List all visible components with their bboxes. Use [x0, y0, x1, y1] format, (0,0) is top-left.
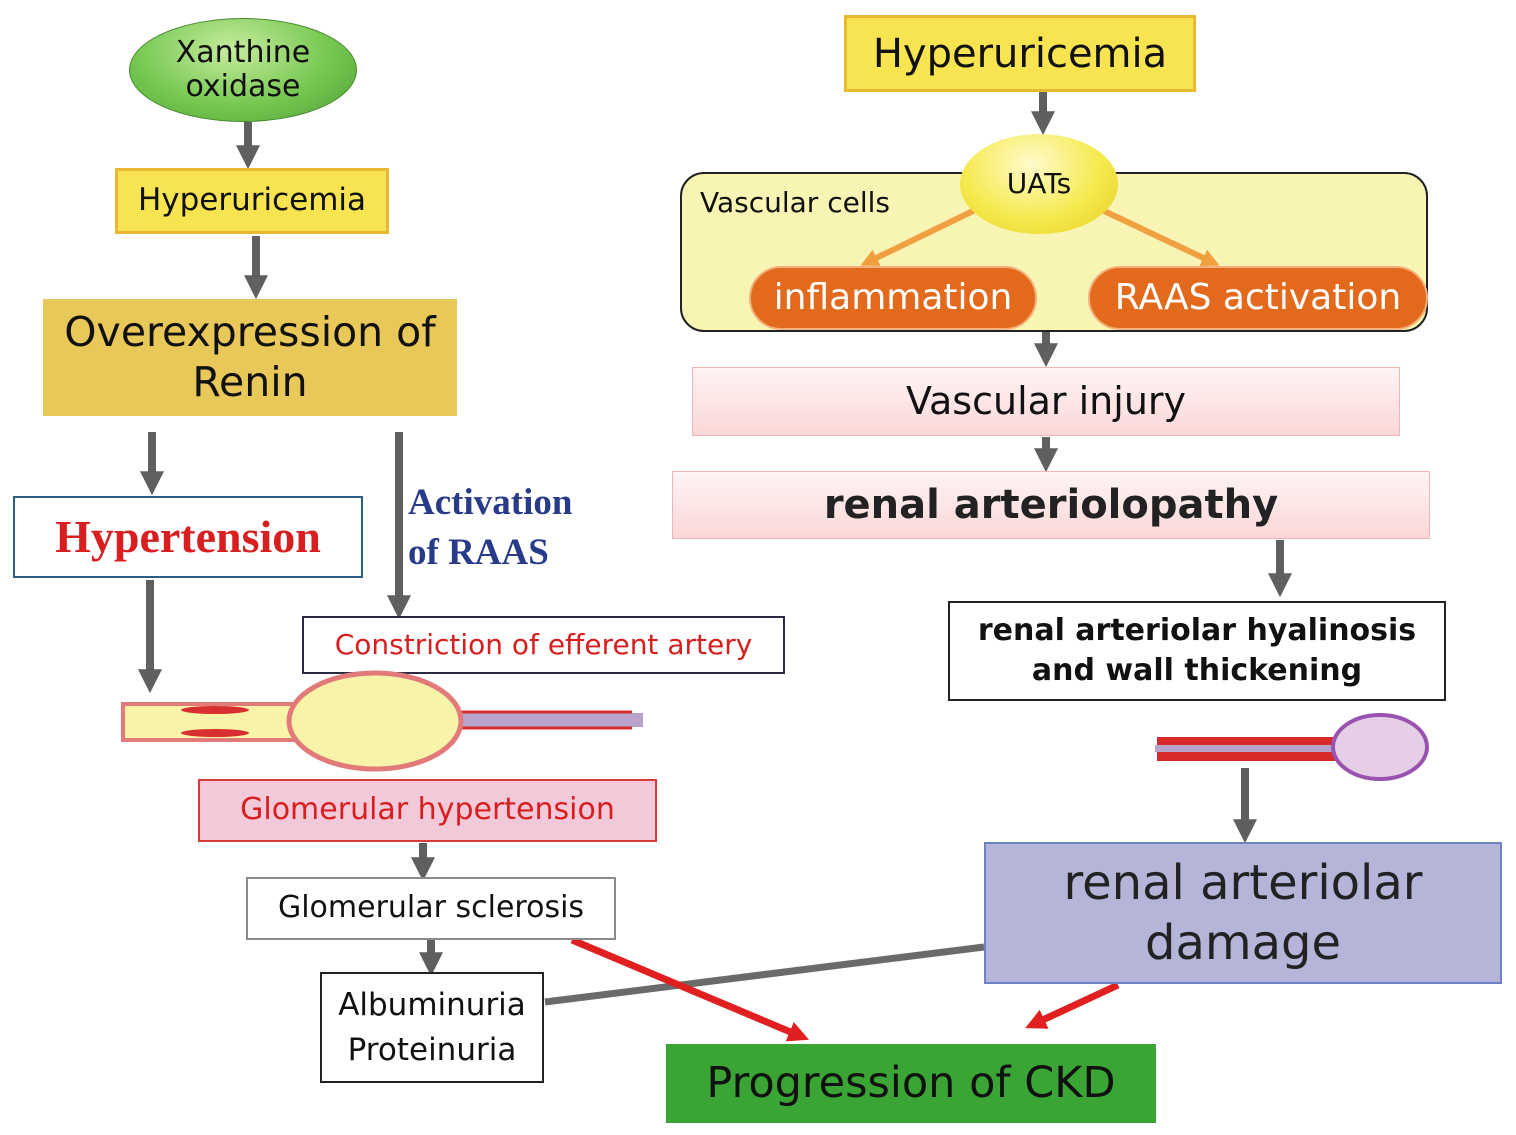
arrow-sclerosis-to-ckd: [570, 936, 810, 1042]
glomerular-hypertension-label: Glomerular hypertension: [240, 792, 615, 828]
glomerular-sclerosis-label: Glomerular sclerosis: [277, 890, 585, 926]
overexpression-renin-label: Overexpression of Renin: [64, 308, 436, 406]
right-hyperuricemia-label: Hyperuricemia: [872, 30, 1168, 77]
progression-ckd-label: Progression of CKD: [706, 1057, 1116, 1108]
hyalinosis-box: renal arteriolar hyalinosis and wall thi…: [948, 601, 1446, 701]
albuminuria-proteinuria-box: Albuminuria Proteinuria: [320, 972, 544, 1083]
arrow-arteriolar-damage-to-ckd: [1025, 981, 1120, 1029]
renal-arteriolopathy-box: renal arteriolopathy: [672, 471, 1430, 539]
vascular-injury-box: Vascular injury: [692, 367, 1400, 436]
overexpression-renin-box: Overexpression of Renin: [43, 299, 457, 416]
left-hyperuricemia-box: Hyperuricemia: [115, 168, 389, 234]
hypertension-label: Hypertension: [55, 510, 321, 562]
uats-ellipse: UATs: [960, 134, 1118, 234]
thickened-wall-top: [1157, 737, 1337, 745]
inflammation-label: inflammation: [773, 277, 1013, 319]
left-hyperuricemia-label: Hyperuricemia: [137, 182, 367, 219]
renal-arteriolopathy-label: renal arteriolopathy: [823, 482, 1279, 528]
constriction-efferent-label: Constriction of efferent artery: [334, 627, 753, 661]
raas-activation-label: RAAS activation: [1114, 277, 1402, 319]
arteriole-lumen: [1155, 745, 1337, 752]
vascular-cells-label: Vascular cells: [700, 185, 890, 219]
afferent-narrowing-bottom: [181, 729, 249, 737]
uats-label: UATs: [1006, 166, 1072, 200]
hypertension-box: Hypertension: [13, 496, 363, 578]
hyalinosis-label: renal arteriolar hyalinosis and wall thi…: [977, 612, 1417, 689]
constriction-efferent-box: Constriction of efferent artery: [302, 616, 785, 674]
arteriolar-damage-label: renal arteriolar damage: [1063, 855, 1423, 971]
arteriolar-damage-box: renal arteriolar damage: [984, 842, 1502, 984]
glomerular-hypertension-box: Glomerular hypertension: [198, 779, 657, 842]
arrow-uats-to-raas-activation: [1100, 207, 1220, 267]
raas-activation-pill: RAAS activation: [1088, 266, 1428, 330]
glomerulus-ellipse: [286, 670, 464, 772]
glomerulus-small-ellipse: [1331, 713, 1429, 781]
xanthine-oxidase-ellipse: Xanthine oxidase: [129, 18, 357, 122]
inflammation-pill: inflammation: [749, 266, 1037, 330]
activation-raas-label: Activation of RAAS: [408, 482, 573, 573]
thickened-wall-bottom: [1157, 752, 1337, 761]
vascular-injury-label: Vascular injury: [905, 378, 1187, 423]
connector-albuminuria-to-arteriolar-damage: [544, 943, 985, 1006]
glomerular-sclerosis-box: Glomerular sclerosis: [246, 877, 616, 940]
arrow-uats-to-inflammation: [860, 207, 977, 266]
afferent-narrowing-top: [181, 706, 249, 714]
progression-ckd-box: Progression of CKD: [666, 1044, 1156, 1123]
xanthine-oxidase-label: Xanthine oxidase: [175, 34, 311, 104]
right-hyperuricemia-box: Hyperuricemia: [844, 15, 1196, 92]
albuminuria-proteinuria-label: Albuminuria Proteinuria: [338, 986, 526, 1068]
